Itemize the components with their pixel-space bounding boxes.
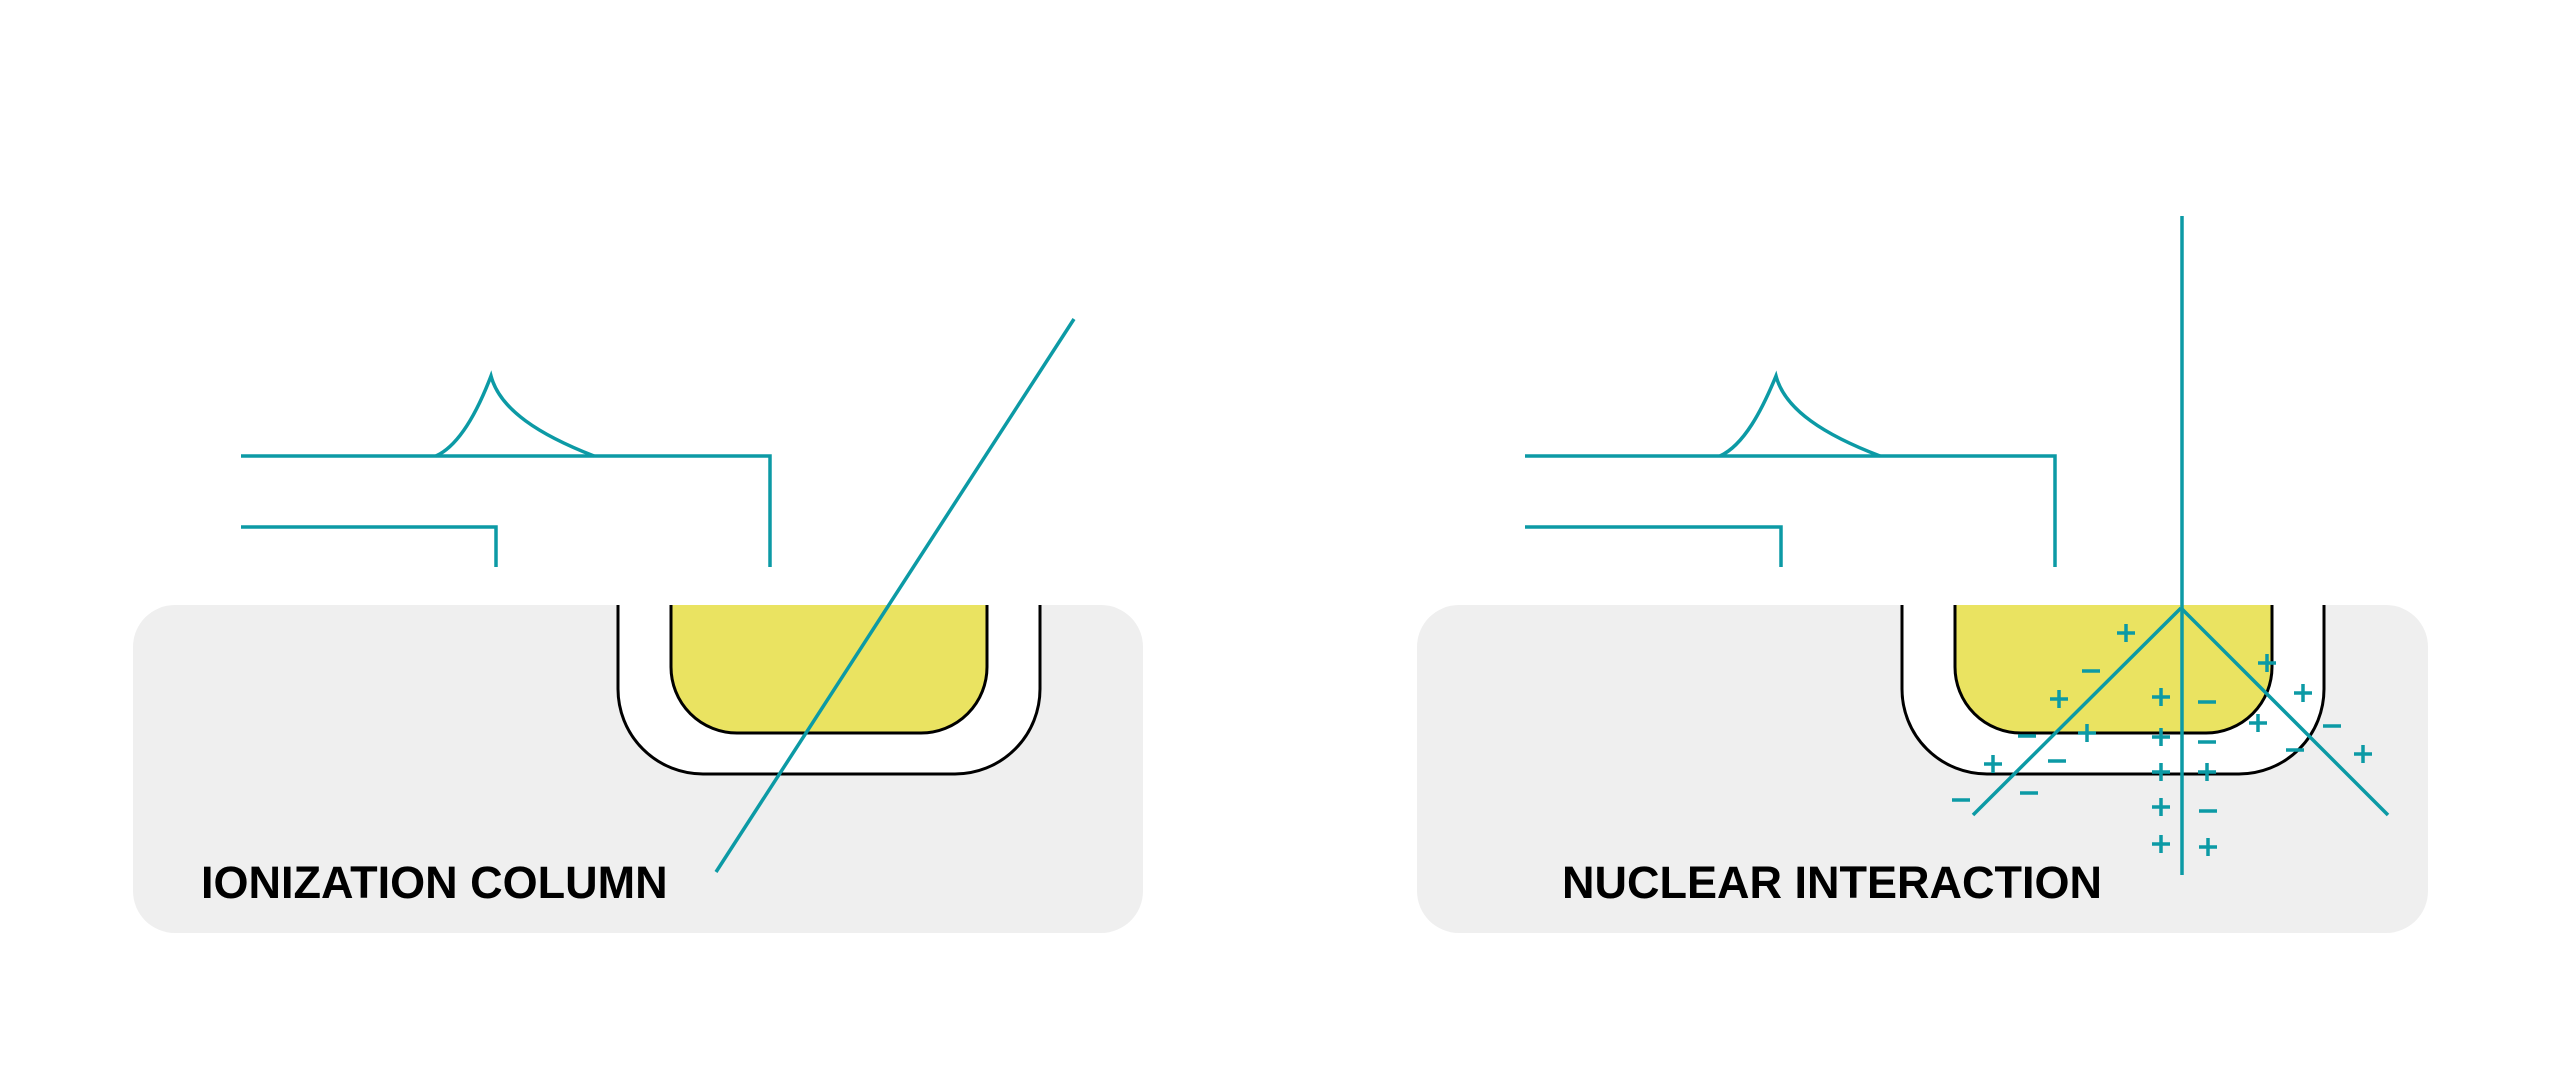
panel-label: IONIZATION COLUMN bbox=[201, 857, 668, 908]
positive-charge-icon bbox=[1984, 755, 2002, 773]
positive-charge-icon bbox=[2199, 838, 2217, 856]
sensitive-volume bbox=[1953, 605, 2274, 735]
positive-charge-icon bbox=[2078, 724, 2096, 742]
positive-charge-icon bbox=[2117, 624, 2135, 642]
positive-charge-icon bbox=[2152, 798, 2170, 816]
positive-charge-icon bbox=[2050, 690, 2068, 708]
positive-charge-icon bbox=[2249, 714, 2267, 732]
charge-markers bbox=[1952, 624, 2372, 856]
signal-line-lower bbox=[1525, 525, 1783, 567]
positive-charge-icon bbox=[2152, 835, 2170, 853]
positive-charge-icon bbox=[2258, 654, 2276, 672]
positive-charge-icon bbox=[2294, 684, 2312, 702]
panel-label: NUCLEAR INTERACTION bbox=[1562, 857, 2102, 908]
sensitive-volume bbox=[669, 605, 989, 735]
signal-line-upper bbox=[1525, 454, 2057, 567]
panel-ionization-column: IONIZATION COLUMN bbox=[133, 318, 1143, 933]
secondary-track-right bbox=[2179, 606, 2390, 817]
particle-track bbox=[714, 318, 1076, 873]
signal-line-upper bbox=[241, 454, 772, 567]
signal-waveform bbox=[1525, 370, 2057, 567]
signal-pulse bbox=[435, 370, 595, 458]
panel-nuclear-interaction: NUCLEAR INTERACTION bbox=[1417, 216, 2428, 933]
signal-waveform bbox=[241, 370, 772, 567]
positive-charge-icon bbox=[2152, 728, 2170, 746]
signal-line-lower bbox=[241, 525, 498, 567]
positive-charge-icon bbox=[2152, 763, 2170, 781]
positive-charge-icon bbox=[2152, 688, 2170, 706]
positive-charge-icon bbox=[2198, 763, 2216, 781]
secondary-track-left bbox=[1971, 606, 2183, 817]
positive-charge-icon bbox=[2354, 745, 2372, 763]
signal-pulse bbox=[1719, 370, 1881, 458]
